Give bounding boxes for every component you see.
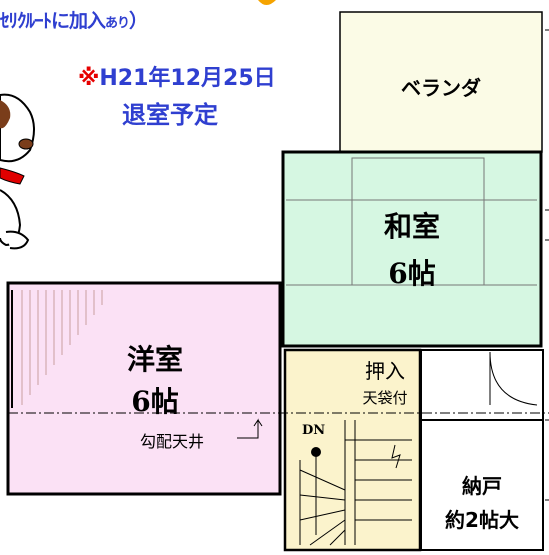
stair-area bbox=[283, 348, 422, 552]
recruit-text: ｾﾘｸﾙｰﾄに加入 bbox=[0, 10, 106, 32]
recruit-small-text: あり bbox=[105, 16, 130, 31]
oshiire-sub: 天袋付 bbox=[362, 389, 408, 407]
sloped-ceiling-label: 勾配天井 bbox=[140, 432, 205, 451]
move-out-status: 退室予定 bbox=[122, 101, 218, 129]
sloped-ceiling-arrow bbox=[237, 418, 263, 439]
washitsu-name: 和室 bbox=[383, 210, 440, 243]
recruit-note: ｾﾘｸﾙｰﾄに加入あり） bbox=[0, 6, 148, 33]
nando-area bbox=[420, 419, 544, 551]
move-out-mark: ※ bbox=[78, 66, 100, 91]
tatami-lines bbox=[286, 157, 537, 286]
stairs-down-label: DN bbox=[302, 423, 326, 438]
sloped-ceiling-hatch bbox=[21, 290, 103, 405]
veranda-label: ベランダ bbox=[401, 76, 481, 100]
stair-break-mark bbox=[391, 444, 401, 469]
oshiire-name: 押入 bbox=[365, 359, 405, 383]
door-area bbox=[420, 349, 544, 421]
nando-size: 約2帖大 bbox=[445, 508, 519, 532]
youshitsu-name: 洋室 bbox=[126, 343, 183, 376]
washitsu-area bbox=[283, 152, 541, 346]
recruit-close-paren: ） bbox=[129, 10, 148, 32]
veranda-area bbox=[339, 11, 543, 153]
youshitsu-size: 6帖 bbox=[131, 385, 179, 418]
orange-accent-shape bbox=[258, 0, 276, 5]
move-out-date-line: ※H21年12月25日 bbox=[78, 60, 276, 92]
stairs bbox=[299, 420, 412, 546]
move-out-date: H21年12月25日 bbox=[99, 66, 276, 91]
washitsu-size: 6帖 bbox=[388, 257, 436, 290]
youshitsu-area bbox=[8, 283, 280, 494]
dog-mascot-icon bbox=[0, 93, 35, 250]
nando-name: 納戸 bbox=[462, 474, 502, 498]
